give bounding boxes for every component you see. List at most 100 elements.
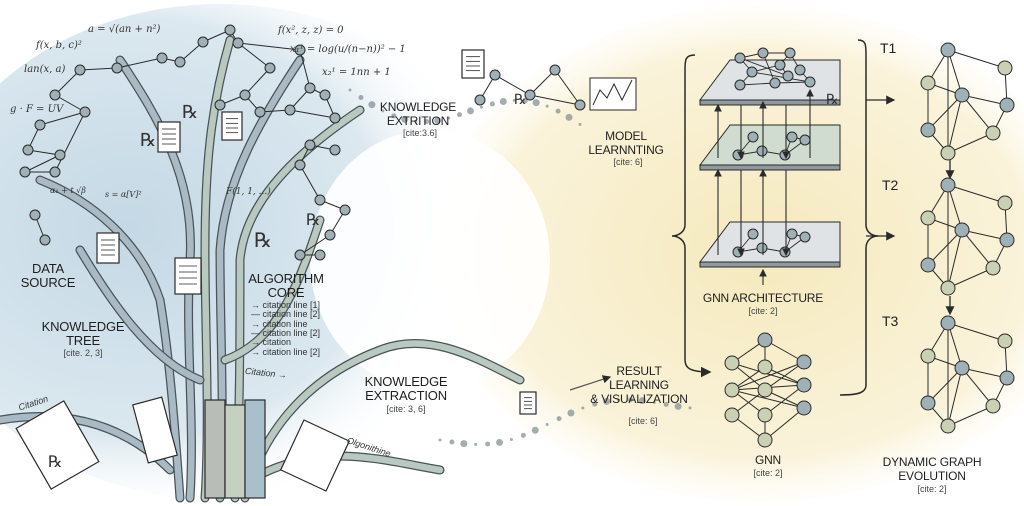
gnn-node <box>724 407 740 423</box>
particle <box>414 119 418 123</box>
tree-edge <box>116 57 163 69</box>
label-line: RESULT <box>616 364 662 378</box>
tree-edge <box>79 67 118 71</box>
citation-line: — citation line [2] <box>251 328 321 338</box>
tree-node <box>314 249 326 261</box>
label-line: SOURCE <box>20 275 76 290</box>
particle <box>663 401 669 407</box>
book-icon <box>204 399 226 499</box>
tree-node <box>304 82 316 94</box>
chart-icon <box>589 77 637 111</box>
tree-edge <box>24 154 61 173</box>
graph-node <box>920 395 936 411</box>
connector-edge <box>494 74 531 96</box>
tree-node <box>324 229 336 241</box>
formula: g · F = UV <box>10 104 64 115</box>
knowledge-extraction-cite: [cite: 3, 6] <box>386 404 426 414</box>
formula: f(x², z, z) = 0 <box>278 25 344 36</box>
connector-node <box>524 89 536 101</box>
graph-edge <box>947 184 963 231</box>
arrow <box>569 375 612 391</box>
algorithm-core-label: ALGORITHM CORE <box>248 272 324 300</box>
result-learning-cite: [cite: 6] <box>628 416 658 426</box>
layer-node <box>786 131 798 143</box>
graph-edge <box>961 367 994 407</box>
document-icon <box>461 49 485 79</box>
graph-node <box>985 125 1001 141</box>
gnn-node <box>757 407 773 423</box>
graph-node <box>954 222 970 238</box>
connector-node <box>549 64 561 76</box>
particle <box>545 104 549 108</box>
gnn-cite: [cite: 2] <box>753 468 783 478</box>
gnn-node <box>757 359 773 375</box>
tree-branch-fill <box>76 246 204 384</box>
graph-node <box>940 177 956 193</box>
model-learning-cite: [cite: 6] <box>613 157 643 167</box>
graph-node <box>985 398 1001 414</box>
tree-node <box>174 56 186 68</box>
layer-edge-line <box>774 81 811 84</box>
graph-node <box>997 195 1013 211</box>
particle <box>555 108 561 114</box>
label-line: MODEL <box>605 129 647 143</box>
tree-edge <box>237 42 301 51</box>
particle <box>457 112 463 118</box>
layer-node <box>784 47 796 59</box>
graph-edge <box>961 94 1008 106</box>
particle <box>520 432 526 438</box>
particle <box>592 401 598 407</box>
particle <box>617 398 621 402</box>
layer-node <box>769 77 781 89</box>
document-icon <box>519 391 537 415</box>
particle <box>638 397 646 405</box>
tree-edge <box>237 42 271 69</box>
graph-edge <box>947 322 1006 342</box>
particle <box>438 438 442 442</box>
gnn-architecture-cite: [cite: 2] <box>748 306 778 316</box>
graph-node <box>985 260 1001 276</box>
graph-edge <box>961 229 1008 241</box>
rx-icon: ℞ <box>826 92 839 108</box>
tree-node <box>254 106 266 118</box>
particle <box>401 115 409 123</box>
document-icon <box>174 257 202 295</box>
particle <box>499 98 507 106</box>
layer-node <box>747 228 759 240</box>
citation-line: → citation line <box>251 319 308 329</box>
label-line: EXTRACTION <box>365 388 447 403</box>
layer-node <box>799 231 811 243</box>
tree-edge <box>244 67 271 96</box>
label-line: DATA <box>32 261 64 276</box>
tree-edge <box>39 111 86 126</box>
particle <box>567 409 575 417</box>
gnn-edge <box>764 361 805 391</box>
knowledge-extraction-label: KNOWLEDGE EXTRACTION <box>365 375 448 403</box>
tree-node <box>156 52 168 64</box>
dynamic-graph-cite: [cite: 2] <box>917 484 947 494</box>
particle <box>434 116 442 124</box>
gnn-edge <box>764 407 805 441</box>
gnn-label: GNN <box>754 453 782 467</box>
dynamic-graph-label: DYNAMIC GRAPH EVOLUTION <box>883 455 982 483</box>
layer-node <box>779 246 791 258</box>
tree-node <box>19 166 31 178</box>
model-learning-label: MODEL LEARNNTING <box>588 129 664 157</box>
graph-node <box>999 370 1015 386</box>
data-source-label: DATA SOURCE <box>20 261 76 290</box>
layer-node <box>747 131 759 143</box>
particle <box>627 397 633 403</box>
graph-edge <box>927 367 963 404</box>
formula: a = √(an + n²) <box>88 24 161 35</box>
gnn-edge <box>764 384 805 416</box>
gnn-node <box>757 332 773 348</box>
rx-icon: ℞ <box>140 130 157 151</box>
layer-node <box>799 134 811 146</box>
gnn-layer <box>699 221 841 268</box>
formula: F(1, 1, ...) <box>226 187 271 197</box>
tree-node <box>49 89 61 101</box>
particle <box>565 113 573 121</box>
particle <box>688 406 692 410</box>
particle <box>479 105 483 109</box>
graph-edge <box>961 367 1008 379</box>
